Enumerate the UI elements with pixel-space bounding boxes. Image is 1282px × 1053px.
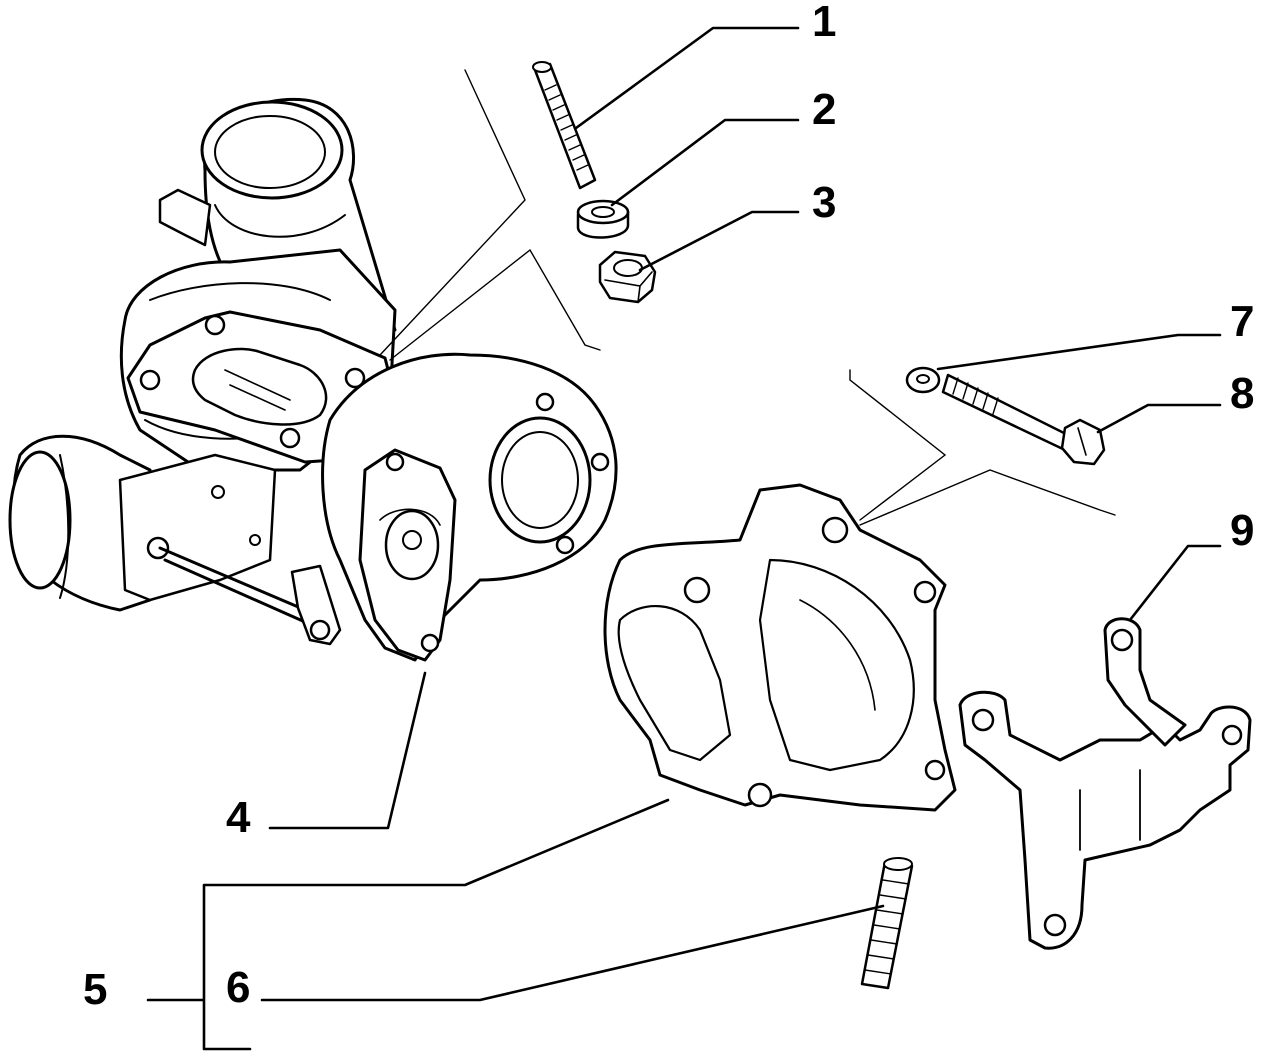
leader-3 [638,210,800,272]
leader-lines [146,26,1222,1051]
stud-bolt [532,61,597,190]
turbocharger-assembly [8,97,618,662]
callout-9: 9 [1230,506,1254,555]
callout-7: 7 [1230,297,1254,346]
hex-nut [598,250,657,304]
callout-2: 2 [812,85,836,134]
exhaust-elbow [603,483,957,812]
callout-8: 8 [1230,369,1254,418]
threaded-stud [860,857,914,990]
callout-4: 4 [226,793,251,842]
leader-4 [268,671,427,830]
leader-6 [260,904,885,1002]
leader-2 [610,118,800,207]
small-washer [905,366,941,394]
callout-5: 5 [83,965,107,1014]
callout-1: 1 [812,0,836,46]
leader-1 [574,26,800,130]
hex-bolt [941,373,1106,466]
support-bracket [958,617,1252,950]
leader-5 [146,798,670,1051]
washer [576,199,630,239]
leader-9 [1128,544,1222,622]
assembly-lines [379,69,1116,526]
callout-6: 6 [226,963,250,1012]
callout-3: 3 [812,178,836,227]
leader-8 [1096,403,1222,434]
callout-numbers: 1 2 3 4 5 6 7 8 9 [83,0,1254,1014]
leader-7 [936,333,1222,371]
